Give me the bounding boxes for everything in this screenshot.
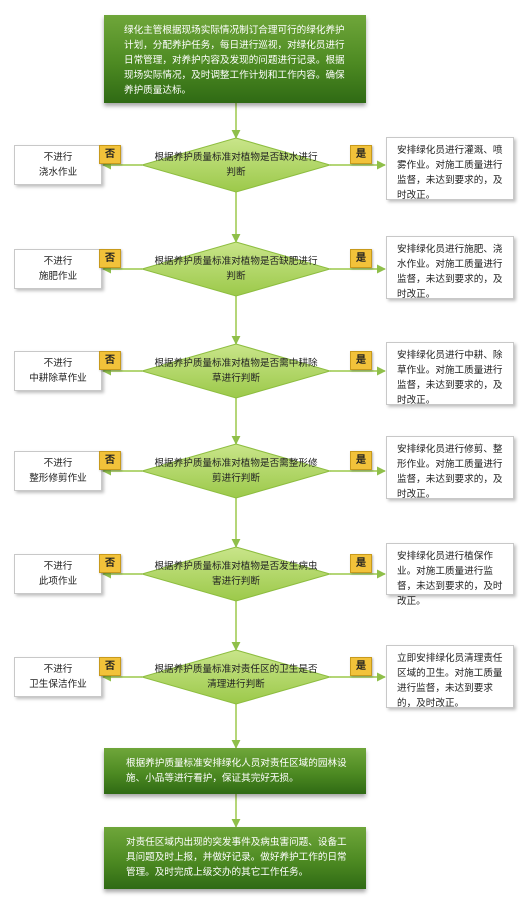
no-badge: 否	[99, 451, 121, 470]
no-action-line: 不进行	[43, 561, 73, 572]
no-action-line: 不进行	[43, 664, 73, 675]
yes-action-box: 安排绿化员进行中耕、除草作业。对施工质量进行监督，未达到要求的，及时改正。	[386, 342, 514, 406]
no-badge: 否	[99, 554, 121, 573]
no-action-line: 整形修剪作业	[29, 473, 87, 484]
yes-action-box: 安排绿化员进行施肥、浇水作业。对施工质量进行监督，未达到要求的，及时改正。	[386, 236, 514, 300]
decision-diamond	[140, 546, 332, 602]
no-badge: 否	[99, 145, 121, 164]
no-action-line: 施肥作业	[38, 271, 78, 282]
yes-badge: 是	[350, 657, 372, 676]
decision-diamond	[140, 241, 332, 297]
no-action-box: 不进行中耕除草作业	[14, 351, 102, 391]
decision-diamond	[140, 343, 332, 399]
no-action-line: 不进行	[43, 458, 73, 469]
top-process-text: 绿化主管根据现场实际情况制订合理可行的绿化养护计划，分配养护任务，每日进行巡视，…	[124, 25, 345, 96]
no-action-line: 此项作业	[38, 576, 78, 587]
decision-diamond	[140, 649, 332, 705]
decision-question: 根据养护质量标准对植物是否缺水进行判断	[154, 152, 318, 178]
decision-diamond	[140, 137, 332, 193]
no-action-line: 不进行	[43, 152, 73, 163]
yes-badge: 是	[350, 145, 372, 164]
yes-action-box: 安排绿化员进行植保作业。对施工质量进行监督，未达到要求的，及时改正。	[386, 543, 514, 607]
no-action-box: 不进行卫生保洁作业	[14, 657, 102, 697]
decision-question: 根据养护质量标准对植物是否需整形修剪进行判断	[154, 458, 318, 484]
decision-diamond	[140, 443, 332, 499]
decision-question: 根据养护质量标准对植物是否缺肥进行判断	[154, 256, 318, 282]
no-action-line: 卫生保洁作业	[29, 679, 87, 690]
no-action-box: 不进行此项作业	[14, 554, 102, 594]
no-badge: 否	[99, 657, 121, 676]
bottom-process-box-1: 根据养护质量标准安排绿化人员对责任区域的园林设施、小品等进行看护，保证其完好无损…	[104, 748, 366, 794]
top-process-box: 绿化主管根据现场实际情况制订合理可行的绿化养护计划，分配养护任务，每日进行巡视，…	[104, 15, 366, 103]
yes-badge: 是	[350, 451, 372, 470]
decision-question: 根据养护质量标准对植物是否需中耕除草进行判断	[154, 358, 318, 384]
no-action-line: 浇水作业	[38, 167, 78, 178]
no-badge: 否	[99, 351, 121, 370]
yes-badge: 是	[350, 351, 372, 370]
no-action-box: 不进行浇水作业	[14, 145, 102, 185]
yes-action-box: 安排绿化员进行灌溉、喷雾作业。对施工质量进行监督，未达到要求的，及时改正。	[386, 137, 514, 201]
yes-badge: 是	[350, 249, 372, 268]
yes-action-box: 立即安排绿化员清理责任区域的卫生。对施工质量进行监督，未达到要求的，及时改正。	[386, 645, 514, 709]
yes-badge: 是	[350, 554, 372, 573]
decision-question: 根据养护质量标准对植物是否发生病虫害进行判断	[154, 561, 318, 587]
no-badge: 否	[99, 249, 121, 268]
bottom-process-box-2: 对责任区域内出现的突发事件及病虫害问题、设备工具问题及时上报，并做好记录。做好养…	[104, 827, 366, 889]
yes-action-box: 安排绿化员进行修剪、整形作业。对施工质量进行监督，未达到要求的，及时改正。	[386, 436, 514, 500]
bottom-process-text-1: 根据养护质量标准安排绿化人员对责任区域的园林设施、小品等进行看护，保证其完好无损…	[126, 758, 347, 784]
no-action-line: 中耕除草作业	[29, 373, 87, 384]
no-action-box: 不进行施肥作业	[14, 249, 102, 289]
bottom-process-text-2: 对责任区域内出现的突发事件及病虫害问题、设备工具问题及时上报，并做好记录。做好养…	[126, 837, 347, 878]
decision-question: 根据养护质量标准对责任区的卫生是否清理进行判断	[154, 664, 318, 690]
no-action-box: 不进行整形修剪作业	[14, 451, 102, 491]
no-action-line: 不进行	[43, 256, 73, 267]
no-action-line: 不进行	[43, 358, 73, 369]
